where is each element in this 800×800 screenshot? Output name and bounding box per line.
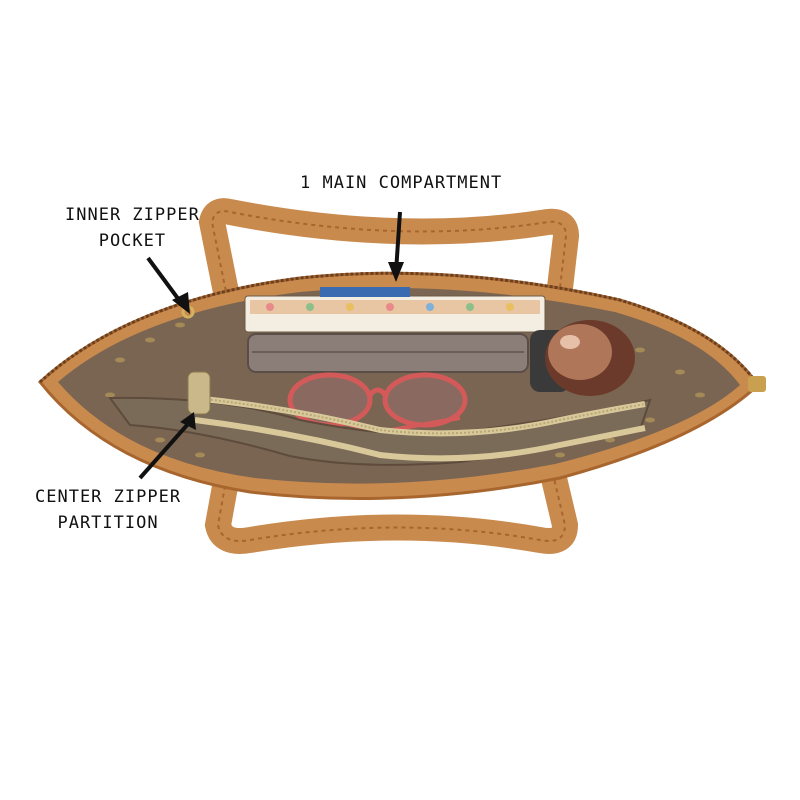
back-handle xyxy=(198,198,580,335)
inner-zipper-pocket-line2: POCKET xyxy=(98,231,167,251)
center-zipper-partition-label: CENTER ZIPPER PARTITION xyxy=(35,484,181,536)
main-compartment-text: 1 MAIN COMPARTMENT xyxy=(300,173,503,193)
inner-pocket-arrow xyxy=(146,256,184,306)
partition-arrowhead xyxy=(180,412,196,430)
center-zipper-partition-line2: PARTITION xyxy=(57,513,159,533)
notebook xyxy=(244,287,546,333)
inner-pocket-arrowhead xyxy=(172,292,190,314)
partition-arrow xyxy=(138,422,190,480)
front-handle xyxy=(204,457,579,554)
inner-zipper-pocket-line1: INNER ZIPPER xyxy=(65,205,200,225)
bottle xyxy=(530,320,635,396)
inner-zipper-pocket-label: INNER ZIPPER POCKET xyxy=(65,202,200,254)
center-zipper-partition-line1: CENTER ZIPPER xyxy=(35,487,182,507)
main-compartment-arrowhead xyxy=(388,262,404,282)
center-partition xyxy=(108,371,652,466)
wallet xyxy=(247,333,529,373)
zipper-pull xyxy=(748,376,766,392)
lining-pattern xyxy=(105,322,705,458)
main-compartment-label: 1 MAIN COMPARTMENT xyxy=(300,170,502,196)
main-zipper xyxy=(38,271,760,386)
annotation-arrows xyxy=(138,211,404,480)
